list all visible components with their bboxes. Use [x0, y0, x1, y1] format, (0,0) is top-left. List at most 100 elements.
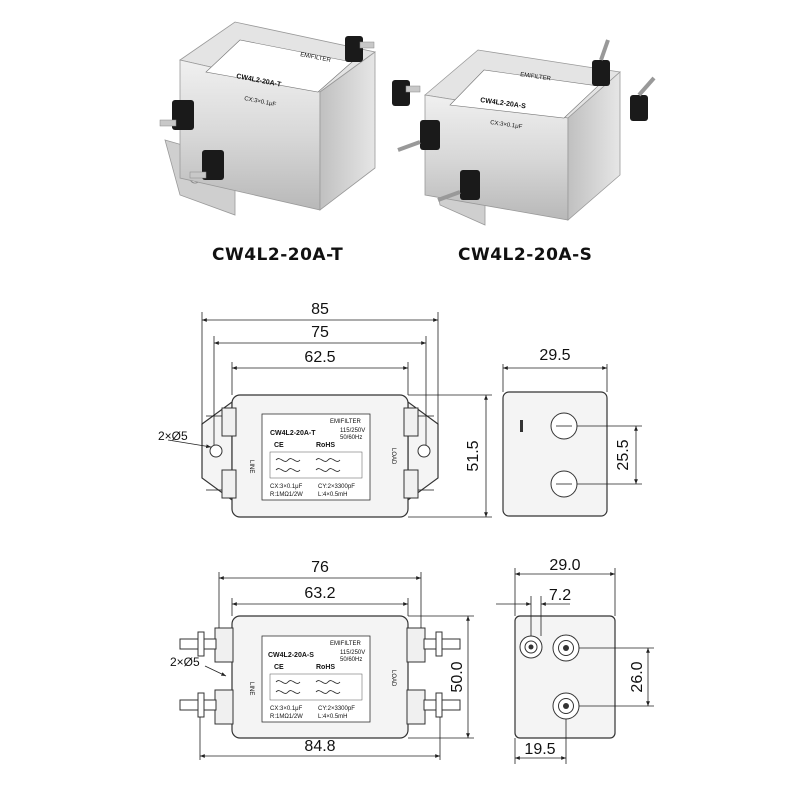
- dim-holes: 2×Ø5: [158, 429, 188, 443]
- label-cert: CE: [274, 664, 284, 671]
- caption-model-s: CW4L2-20A-S: [458, 245, 593, 265]
- leader-line: [204, 665, 227, 677]
- leader-line: [167, 439, 212, 449]
- inductor-icon: [315, 680, 341, 684]
- label-model: CW4L2-20A-T: [270, 430, 316, 437]
- dim-bottom-width: 84.8: [304, 738, 335, 755]
- tab-terminal: [189, 171, 207, 179]
- label-brand: EMIFILTER: [520, 72, 552, 82]
- inductor-icon: [275, 680, 301, 684]
- dim-offset: 7.2: [549, 587, 571, 604]
- terminal-icon: [630, 95, 648, 121]
- label-cert: RoHS: [316, 442, 335, 449]
- label-spec: CY:2×3300pF: [318, 484, 355, 490]
- terminal-icon: [403, 469, 419, 499]
- label-rating: 115/250V: [340, 650, 365, 656]
- dim-bottom-offset: 19.5: [524, 741, 555, 758]
- dim-body-width: 62.5: [304, 349, 335, 366]
- dim-terminal-spacing: 25.5: [615, 439, 632, 470]
- drawing-t-front: EMIFILTER CW4L2-20A-T 115/250V 50/60Hz C…: [158, 301, 492, 518]
- housing-right: [319, 51, 376, 211]
- housing-side-outline: [514, 615, 616, 739]
- label-rating: 50/60Hz: [340, 657, 362, 663]
- product-photo-t: EMIFILTER CW4L2-20A-T CX:3×0.1μF: [159, 21, 421, 216]
- circuit-schematic: [269, 673, 363, 701]
- mount-hole-icon: [209, 444, 223, 458]
- dim-mount-width: 75: [311, 324, 329, 341]
- terminal-icon: [392, 80, 410, 106]
- terminal-icon: [202, 150, 224, 180]
- label-brand: EMIFILTER: [330, 419, 362, 425]
- front-label: [261, 413, 371, 501]
- dim-overall-width: 85: [311, 301, 329, 318]
- tab-terminal: [405, 85, 421, 93]
- tab-terminal: [159, 119, 177, 127]
- label-spec: R:1MΩ1/2W: [270, 492, 303, 498]
- label-spec: CX:3×0.1μF: [270, 484, 303, 490]
- terminal-icon: [221, 469, 237, 499]
- label-line: LINE: [248, 460, 254, 473]
- terminal-icon: [403, 407, 419, 437]
- drawing-s-side: 29.0 7.2 26.0 19.5: [496, 557, 654, 764]
- inductor-icon: [275, 468, 301, 472]
- terminal-icon: [172, 100, 194, 130]
- dim-height: 51.5: [465, 440, 482, 471]
- dim-overall-width: 76: [311, 559, 329, 576]
- inductor-icon: [315, 690, 341, 694]
- label-spec: R:1MΩ1/2W: [270, 714, 303, 720]
- tab-terminal: [359, 41, 375, 49]
- terminal-icon: [460, 170, 480, 200]
- nut-icon: [197, 692, 205, 718]
- housing-right: [567, 71, 621, 221]
- nut-icon: [435, 692, 443, 718]
- nut-icon: [435, 631, 443, 657]
- label-brand: EMIFILTER: [300, 52, 332, 64]
- label-cert: CE: [274, 442, 284, 449]
- stud-icon: [599, 39, 610, 61]
- inductor-icon: [315, 468, 341, 472]
- dim-depth: 29.5: [539, 347, 570, 364]
- product-photo-s: EMIFILTER CW4L2-20A-S CX:3×0.1μF: [397, 39, 656, 226]
- circuit-schematic: [269, 451, 363, 479]
- label-model: CW4L2-20A-S: [268, 652, 314, 659]
- dim-holes: 2×Ø5: [170, 655, 200, 669]
- dim-terminal-spacing: 26.0: [629, 661, 646, 692]
- inductor-icon: [275, 690, 301, 694]
- label-line: LINE: [248, 682, 254, 695]
- dim-depth: 29.0: [549, 557, 580, 574]
- caption-model-t: CW4L2-20A-T: [212, 245, 344, 265]
- marker-icon: [520, 420, 523, 432]
- label-spec: L:4×0.5mH: [318, 714, 348, 720]
- label-load: LOAD: [390, 670, 396, 687]
- terminal-icon: [221, 407, 237, 437]
- mount-hole-icon: [417, 444, 431, 458]
- inductor-icon: [275, 458, 301, 462]
- terminal-icon: [345, 36, 363, 62]
- stud-icon: [397, 140, 421, 152]
- terminal-icon: [406, 689, 426, 725]
- label-rating: 115/250V: [340, 428, 365, 434]
- label-load: LOAD: [390, 448, 396, 465]
- drawing-s-front: EMIFILTER CW4L2-20A-S 115/250V 50/60Hz C…: [170, 559, 474, 760]
- front-label: [261, 635, 371, 723]
- terminal-icon: [420, 120, 440, 150]
- dim-height: 50.0: [449, 661, 466, 692]
- terminal-icon: [214, 689, 234, 725]
- label-brand: EMIFILTER: [330, 641, 362, 647]
- inductor-icon: [315, 458, 341, 462]
- label-spec: CX:3×0.1μF: [270, 706, 303, 712]
- drawing-t-side: 29.5 25.5: [502, 347, 642, 517]
- label-cert: RoHS: [316, 664, 335, 671]
- stud-icon: [637, 76, 656, 97]
- label-spec: L:4×0.5mH: [318, 492, 348, 498]
- terminal-icon: [214, 627, 234, 663]
- label-spec: CY:2×3300pF: [318, 706, 355, 712]
- housing-side-outline: [502, 391, 608, 517]
- stud-icon: [437, 190, 461, 202]
- dim-body-width: 63.2: [304, 585, 335, 602]
- terminal-icon: [406, 627, 426, 663]
- nut-icon: [197, 631, 205, 657]
- terminal-icon: [592, 60, 610, 86]
